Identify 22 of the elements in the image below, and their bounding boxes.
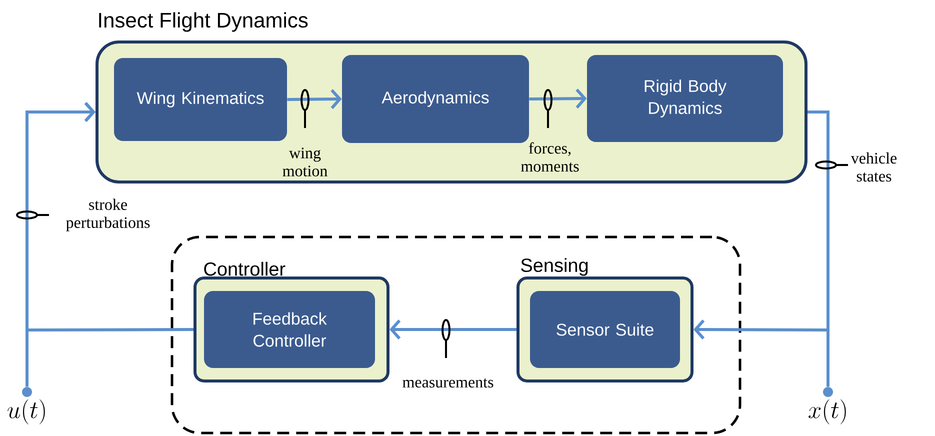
arrow (390, 320, 516, 340)
arrow (26, 102, 96, 387)
group-title: Sensing (521, 258, 588, 276)
dashed-region (170, 236, 742, 434)
process-box: Sensor Suite (530, 291, 680, 368)
edge-label: stroke perturbations (66, 198, 150, 232)
edge-label: measurements (402, 378, 494, 388)
group-title: Insect Flight Dynamics (99, 12, 308, 32)
group-title: Controller (204, 262, 286, 276)
signal-terminal: $u(t)$ (8, 387, 45, 424)
signal-terminal: $x(t)$ (808, 387, 846, 424)
arrow (287, 89, 342, 110)
edge-label: vehicle states (850, 152, 897, 182)
edge-label: wing motion (282, 148, 328, 176)
node-label: $x(t)$ (808, 399, 846, 424)
node-label: $u(t)$ (8, 399, 45, 424)
process-box: Wing Kinematics (114, 58, 287, 141)
process-box: Rigid Body Dynamics (587, 55, 783, 142)
arrow (529, 88, 587, 109)
edge-label: forces, moments (521, 142, 579, 172)
process-box: Feedback Controller (204, 291, 375, 368)
process-box: Aerodynamics (342, 55, 529, 143)
